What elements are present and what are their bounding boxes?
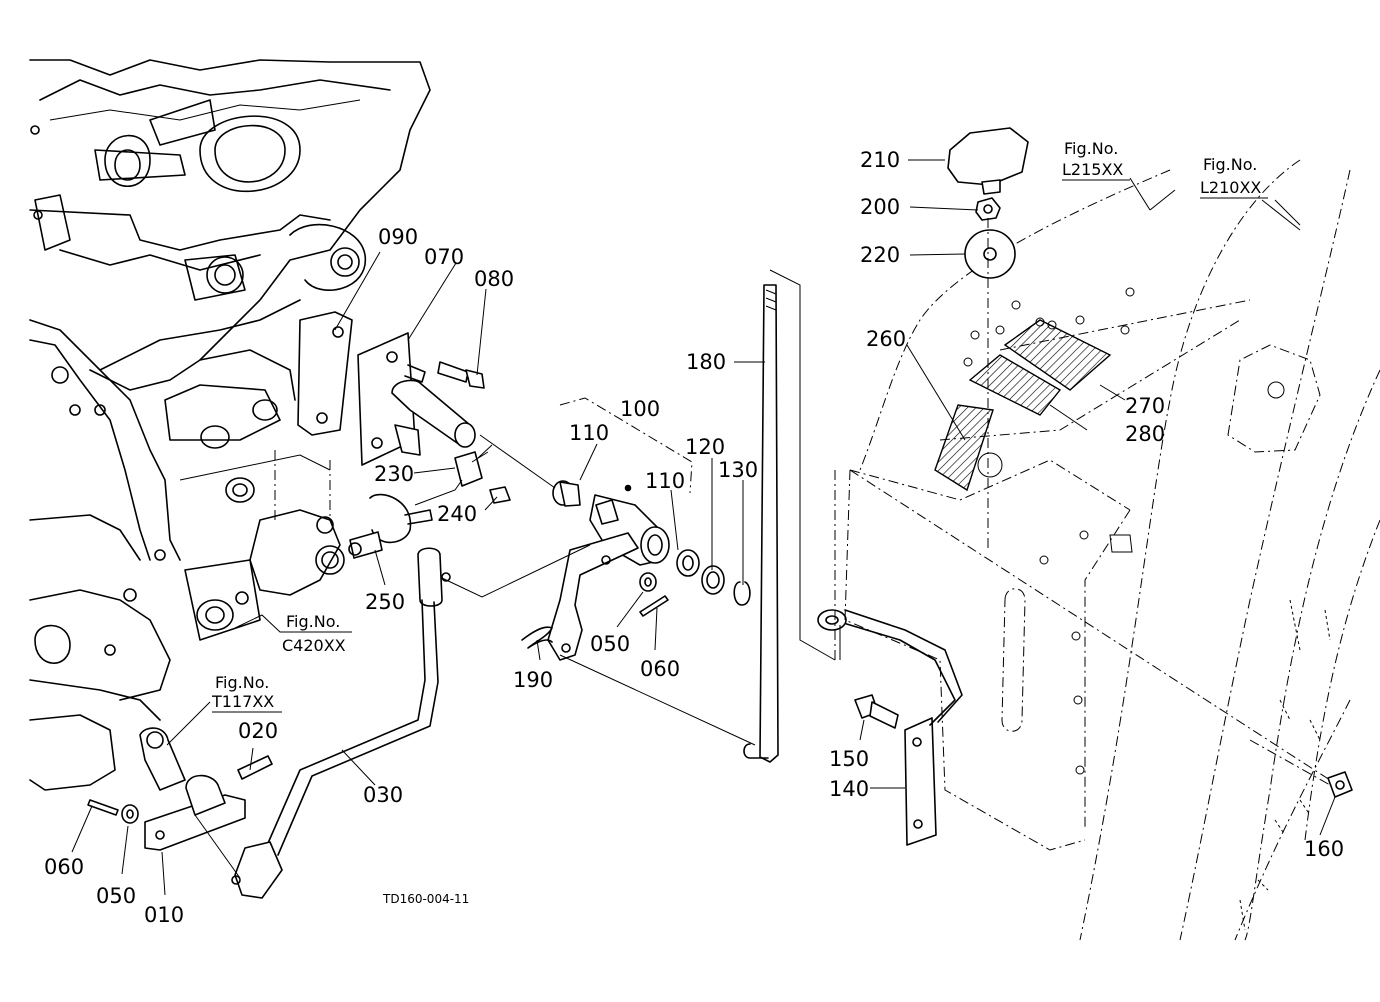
part-100-lever-assembly xyxy=(547,484,670,661)
part-260-decal xyxy=(934,404,994,492)
part-090-plate xyxy=(297,311,353,436)
part-050-washer-left xyxy=(121,804,139,824)
callout-110a: 110 xyxy=(569,421,609,445)
drawing-code: TD160-004-11 xyxy=(382,892,469,906)
callout-070: 070 xyxy=(424,245,464,269)
part-120-washer xyxy=(701,565,725,595)
part-180-rod xyxy=(743,284,779,763)
callout-110b: 110 xyxy=(645,469,685,493)
callout-270: 270 xyxy=(1125,394,1165,418)
callout-labels: 210 200 220 260 270 280 180 090 070 080 … xyxy=(44,148,1344,927)
callout-010: 010 xyxy=(144,903,184,927)
callout-180: 180 xyxy=(686,350,726,374)
callout-060-center: 060 xyxy=(640,657,680,681)
fig-ref-l210-code: L210XX xyxy=(1200,178,1261,197)
part-160-nut xyxy=(1327,771,1353,798)
part-200-nut xyxy=(975,197,1001,221)
callout-130: 130 xyxy=(718,458,758,482)
callout-050-center: 050 xyxy=(590,632,630,656)
part-130-snap-ring xyxy=(733,581,751,606)
callout-140: 140 xyxy=(829,777,869,801)
part-140-bracket xyxy=(817,609,963,846)
callout-090: 090 xyxy=(378,225,418,249)
part-220-washer xyxy=(964,229,1016,279)
callout-080: 080 xyxy=(474,267,514,291)
fig-ref-l215-code: L215XX xyxy=(1062,160,1123,179)
transmission-housing xyxy=(29,59,431,791)
callout-230: 230 xyxy=(374,462,414,486)
part-210-knob xyxy=(947,127,1029,195)
part-190-clip xyxy=(521,626,553,649)
callout-100: 100 xyxy=(620,397,660,421)
callout-240: 240 xyxy=(437,502,477,526)
callout-050-left: 050 xyxy=(96,884,136,908)
part-010-lever xyxy=(139,727,246,851)
part-080-bolt xyxy=(437,361,485,389)
callout-190: 190 xyxy=(513,668,553,692)
leader-lines xyxy=(71,159,1336,896)
callout-250: 250 xyxy=(365,590,405,614)
callout-260: 260 xyxy=(866,327,906,351)
figure-references: Fig.No. C420XX Fig.No. T117XX Fig.No. L2… xyxy=(211,139,1261,711)
part-070-bracket xyxy=(357,332,476,466)
fig-ref-t117-code: T117XX xyxy=(211,692,274,711)
part-030-rod xyxy=(231,547,451,899)
callout-160: 160 xyxy=(1304,837,1344,861)
fig-ref-l210-label: Fig.No. xyxy=(1203,155,1257,174)
part-270-decal xyxy=(1003,319,1112,391)
part-060-pin-left xyxy=(87,799,119,816)
callout-200: 200 xyxy=(860,195,900,219)
callout-210: 210 xyxy=(860,148,900,172)
callout-220: 220 xyxy=(860,243,900,267)
callout-060-left: 060 xyxy=(44,855,84,879)
part-250-harness xyxy=(348,479,463,559)
part-050-washer-center xyxy=(639,572,657,592)
fig-ref-c420-code: C420XX xyxy=(282,636,346,655)
part-150-bolt xyxy=(854,694,899,729)
part-060-pin-center xyxy=(639,595,669,617)
part-230-switch xyxy=(454,444,493,487)
fender-panel xyxy=(834,159,1380,941)
callout-030: 030 xyxy=(363,783,403,807)
fig-ref-c420-label: Fig.No. xyxy=(286,612,340,631)
fig-ref-t117-label: Fig.No. xyxy=(215,673,269,692)
callout-280: 280 xyxy=(1125,422,1165,446)
part-110-bushings xyxy=(552,480,700,577)
callout-120: 120 xyxy=(685,435,725,459)
callout-150: 150 xyxy=(829,747,869,771)
fig-ref-l215-label: Fig.No. xyxy=(1064,139,1118,158)
part-020-pin xyxy=(237,755,273,780)
assembly-lines xyxy=(166,189,1331,879)
part-280-decal xyxy=(968,354,1062,416)
callout-020: 020 xyxy=(238,719,278,743)
